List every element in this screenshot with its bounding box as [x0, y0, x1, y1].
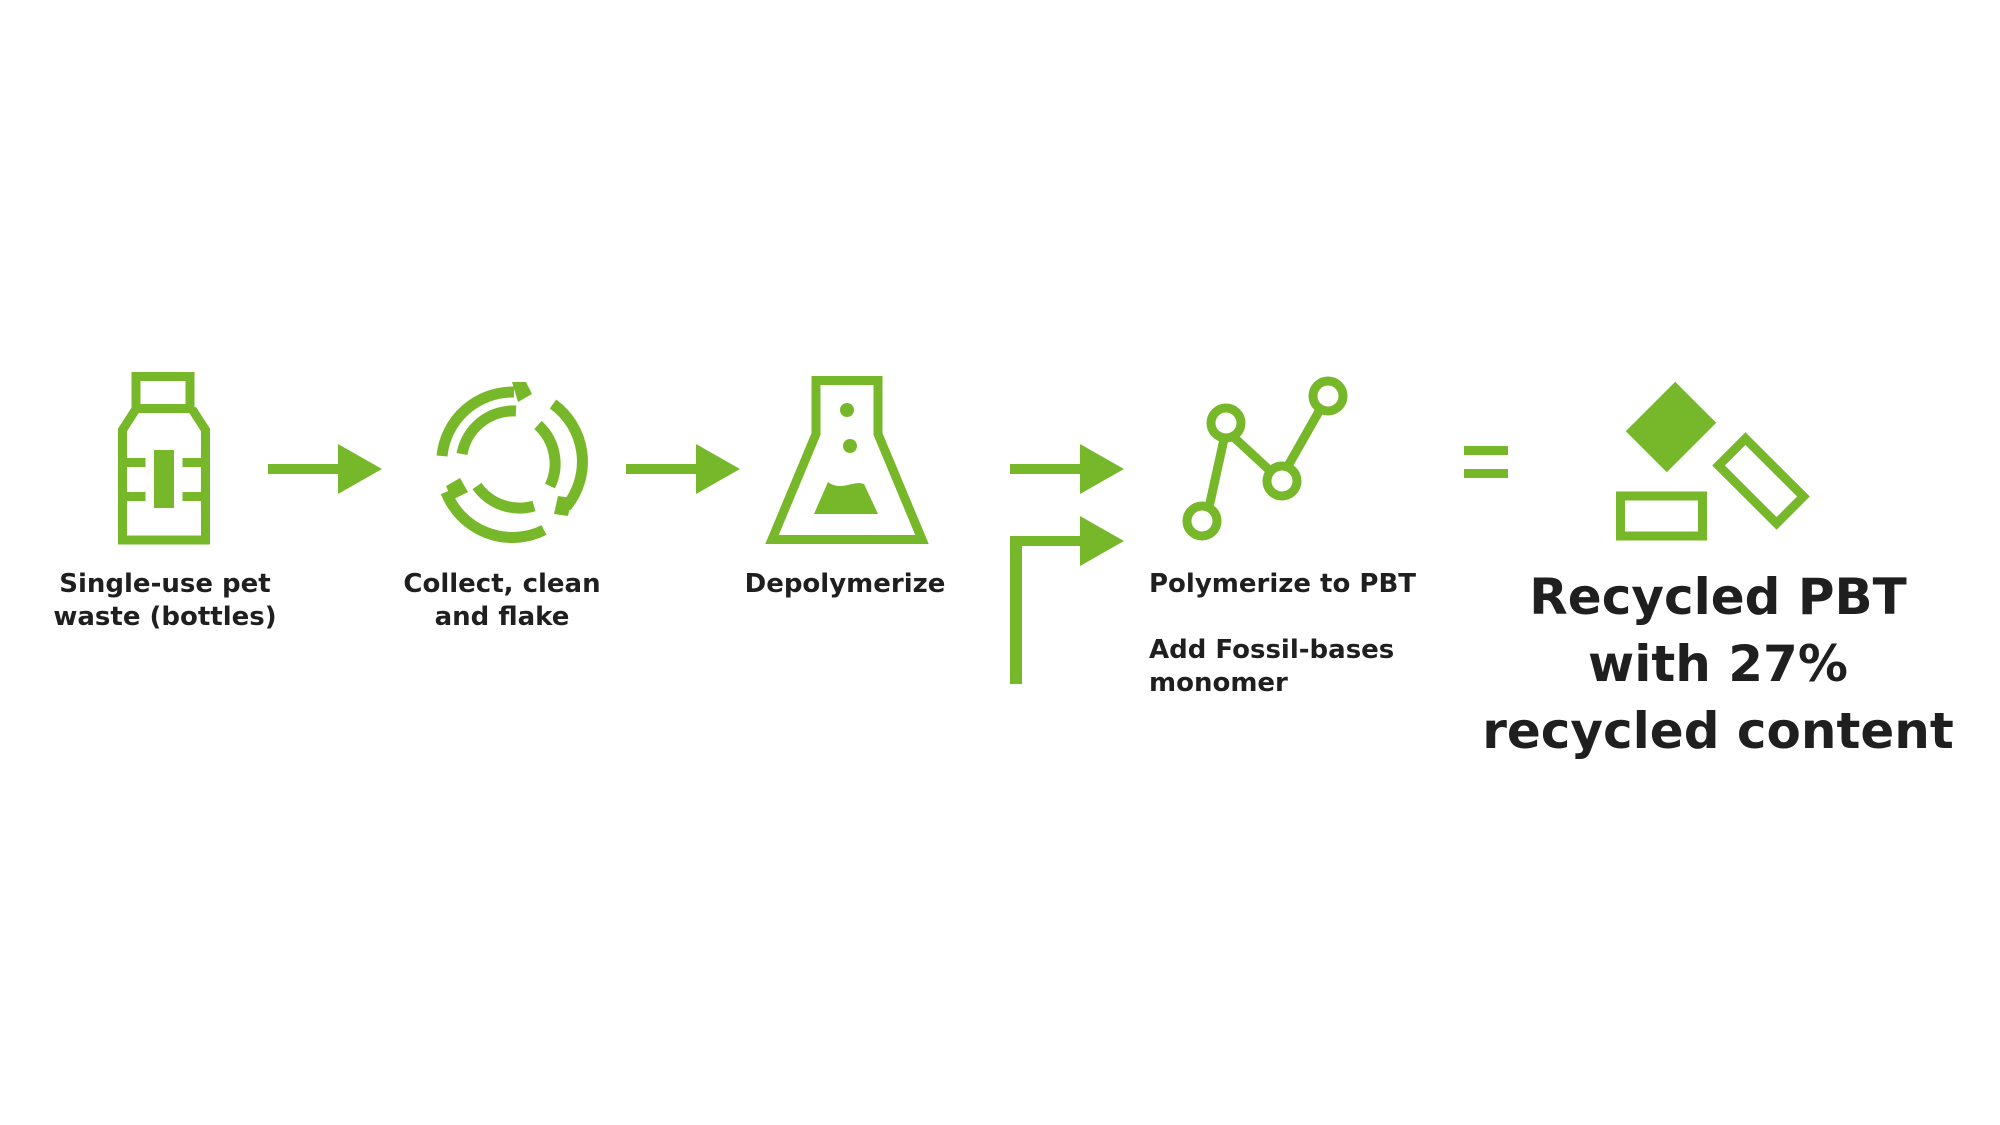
right-arrow-icon	[268, 444, 382, 494]
recycle-cycle-icon	[424, 374, 602, 552]
step-3-label-line-1: Depolymerize	[744, 569, 946, 599]
step-1-label-line-2: waste (bottles)	[53, 602, 277, 632]
polymer-chain-icon	[1176, 376, 1356, 544]
equals-icon	[1464, 446, 1508, 482]
step-3-label: Depolymerize	[720, 568, 970, 601]
pellets-icon	[1616, 376, 1816, 546]
merge-arrow-icon	[1010, 516, 1124, 686]
step-1-label: Single-use pet waste (bottles)	[40, 568, 290, 634]
result-title: Recycled PBT with 27% recycled content	[1468, 564, 1968, 765]
step-4-sub-label-line-1: Add Fossil-bases	[1149, 635, 1395, 665]
step-2-label-line-2: and flake	[434, 602, 570, 632]
step-2-label-line-1: Collect, clean	[403, 569, 601, 599]
step-1-label-line-1: Single-use pet	[59, 569, 271, 599]
step-4-label-line-1: Polymerize to PBT	[1149, 569, 1417, 599]
flask-icon	[765, 376, 930, 544]
result-title-line-2: with 27%	[1588, 635, 1848, 693]
result-title-line-1: Recycled PBT	[1529, 568, 1907, 626]
step-4-label: Polymerize to PBT	[1149, 568, 1429, 601]
step-4-sub-label-line-2: monomer	[1149, 668, 1288, 698]
bottle-icon	[118, 372, 210, 545]
step-2-label: Collect, clean and flake	[377, 568, 627, 634]
step-4-sub-label: Add Fossil-bases monomer	[1149, 634, 1429, 700]
result-title-line-3: recycled content	[1482, 702, 1954, 760]
right-arrow-icon	[626, 444, 740, 494]
right-arrow-icon	[1010, 444, 1124, 494]
